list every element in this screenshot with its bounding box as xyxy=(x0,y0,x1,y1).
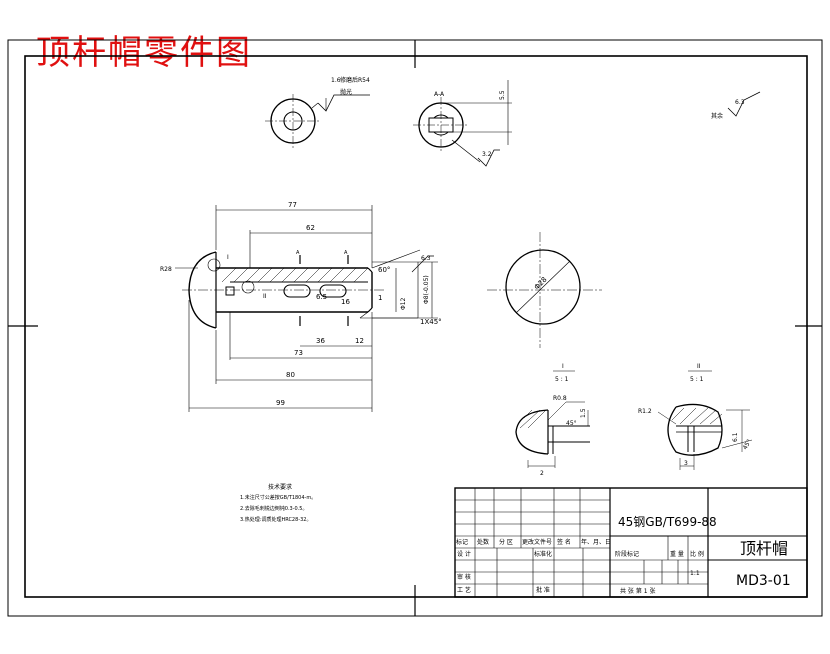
dim-angle-60: 60° xyxy=(378,266,390,274)
roughness-value-4: 6.3 xyxy=(421,255,431,262)
title-block xyxy=(454,487,808,598)
dim-12: 12 xyxy=(355,337,364,345)
roughness-value-3: 6.3 xyxy=(735,99,745,106)
roughness-mark-other: 6.3 其余 xyxy=(711,91,761,120)
dim-6-1: 6.1 xyxy=(732,432,739,442)
sheet-outer-border xyxy=(7,39,823,617)
dim-chamfer: 1X45° xyxy=(420,318,442,326)
roughness-mark-1: 1.6 修磨后R54 抛光 xyxy=(311,76,370,112)
tb-scale: 比 例 xyxy=(690,550,704,558)
dim-62: 62 xyxy=(306,224,315,232)
dim-36: 36 xyxy=(316,337,325,345)
tb-stage-mark: 阶段标记 xyxy=(615,550,639,558)
dim-overall-77: 77 xyxy=(288,201,297,209)
title-block-part-name: 顶杆帽 xyxy=(740,539,788,558)
title-block-material: 45钢GB/T699-88 xyxy=(618,515,717,529)
notes-heading: 技术要求 xyxy=(268,483,292,491)
tb-header-docno: 更改文件号 xyxy=(522,538,552,546)
tb-header-mark: 标记 xyxy=(456,538,468,546)
dim-1-5: 1.5 xyxy=(580,408,587,418)
tb-standardize: 标准化 xyxy=(534,550,552,558)
tb-approve: 批 准 xyxy=(536,586,550,594)
detail-1-view xyxy=(515,401,590,468)
centering-marks xyxy=(8,40,822,616)
roughness-mark-shaft: 6.3 xyxy=(411,255,434,273)
tb-header-zone: 分 区 xyxy=(499,538,513,546)
notes-line-2: 2.去除毛刺锐边倒钝0.3-0.5。 xyxy=(240,505,307,512)
roughness-value-1: 1.6 xyxy=(331,77,341,84)
main-dimension-lines xyxy=(175,205,438,412)
dim-3: 3 xyxy=(684,460,688,467)
detail-2-scale: 5 : 1 xyxy=(690,376,704,383)
section-arrow-a-1: A xyxy=(296,250,300,256)
tb-craft: 工 艺 xyxy=(457,586,471,594)
roughness-mark-2: 3.2 xyxy=(451,139,500,167)
roughness-note-1b: 抛光 xyxy=(340,88,352,96)
tb-check: 审 核 xyxy=(457,573,471,581)
detail-2-title: II xyxy=(697,363,701,370)
detail-mark-2: II xyxy=(263,293,267,300)
dim-angle-45: 45° xyxy=(566,420,577,427)
dim-16: 16 xyxy=(341,298,350,306)
tb-sheets: 共 张 第 1 张 xyxy=(620,587,655,595)
tb-header-count: 处数 xyxy=(477,538,489,546)
detail-2-view xyxy=(657,403,753,470)
dim-6-5: 6.5 xyxy=(316,293,327,301)
tb-weight: 重 量 xyxy=(670,550,684,558)
end-circle-view xyxy=(487,232,602,348)
dim-80: 80 xyxy=(286,371,295,379)
dim-dia-big: Φ28 xyxy=(533,276,549,292)
dim-2: 2 xyxy=(540,470,544,477)
tb-header-sign: 签 名 xyxy=(557,538,571,546)
section-arrow-a-2: A xyxy=(344,250,348,256)
tb-designer: 设 计 xyxy=(457,550,471,558)
dim-r1-2: R1.2 xyxy=(638,408,652,415)
section-a-a-view xyxy=(413,80,512,153)
dim-angle-45b: 45° xyxy=(742,438,753,451)
dim-73: 73 xyxy=(294,349,303,357)
notes-line-3: 3.热处理:调质处理HRC28-32。 xyxy=(240,516,311,523)
main-part-view xyxy=(182,251,385,329)
section-a-a-label: A-A xyxy=(434,91,445,98)
roughness-note-other: 其余 xyxy=(711,112,723,120)
technical-notes: 技术要求 1.未注尺寸公差按GB/T1804-m。 2.去除毛刺锐边倒钝0.3-… xyxy=(240,483,316,523)
page-title: 顶杆帽零件图 xyxy=(36,33,252,73)
dim-1: 1 xyxy=(378,294,382,302)
dim-5-5: 5.5 xyxy=(499,90,506,100)
dim-99: 99 xyxy=(276,399,285,407)
roughness-value-2: 3.2 xyxy=(482,151,492,158)
dim-dia12: Φ12 xyxy=(400,297,407,310)
title-block-drawing-no: MD3-01 xyxy=(736,573,791,589)
top-ring-view xyxy=(265,94,321,148)
notes-line-1: 1.未注尺寸公差按GB/T1804-m。 xyxy=(240,494,316,501)
roughness-note-1: 修磨后R54 xyxy=(340,76,370,84)
detail-1-title: I xyxy=(562,363,564,370)
detail-1-scale: 5 : 1 xyxy=(555,376,569,383)
dim-r28: R28 xyxy=(160,266,172,273)
detail-mark-1: I xyxy=(227,254,229,261)
tb-header-date: 年、月、日 xyxy=(581,538,611,546)
tb-scale-value: 1:1 xyxy=(690,570,700,577)
dim-dia-shaft: Φ8(-0.05) xyxy=(423,275,430,304)
dim-r0-8: R0.8 xyxy=(553,395,567,402)
